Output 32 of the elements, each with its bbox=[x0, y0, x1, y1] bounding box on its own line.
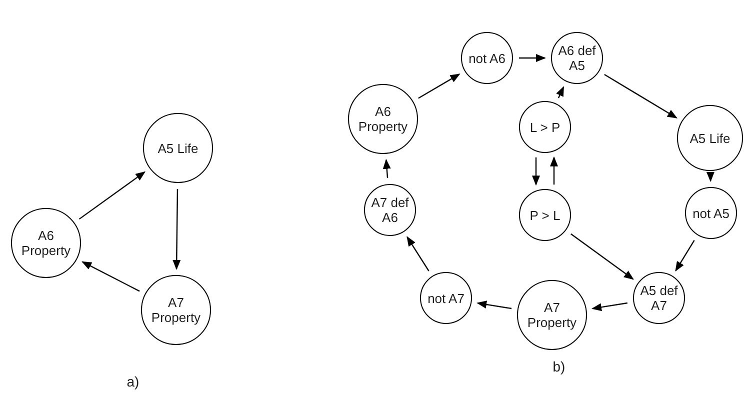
node-label: A7 Property bbox=[526, 300, 578, 330]
arrow bbox=[706, 172, 714, 182]
node-label: A5 Life bbox=[688, 130, 732, 146]
node-label: not A5 bbox=[692, 206, 730, 220]
arrow bbox=[382, 158, 391, 178]
node-label: A6 Property bbox=[357, 104, 409, 134]
node-label: A7 Property bbox=[150, 295, 202, 325]
arrow bbox=[592, 302, 628, 312]
arrow bbox=[406, 236, 430, 272]
node-label: A5 Life bbox=[156, 140, 200, 156]
node-label: not A6 bbox=[468, 50, 506, 66]
arrow bbox=[532, 157, 540, 186]
node-label: not A7 bbox=[426, 290, 466, 306]
arrow bbox=[418, 74, 460, 99]
arrow bbox=[172, 188, 181, 270]
arrow bbox=[519, 54, 546, 62]
arrow bbox=[476, 300, 512, 310]
node-label: L > P bbox=[528, 120, 562, 134]
arrow bbox=[82, 261, 140, 292]
node-label: A5 def A7 bbox=[639, 283, 679, 313]
arrow bbox=[604, 74, 678, 118]
node-label: A6 Property bbox=[20, 228, 72, 258]
panel-label: b) bbox=[552, 358, 566, 376]
arrow bbox=[675, 240, 695, 272]
arrow bbox=[556, 86, 564, 98]
arrow bbox=[570, 233, 634, 280]
arrow bbox=[550, 156, 558, 185]
panel-label: a) bbox=[126, 372, 140, 392]
node-label: P > L bbox=[528, 208, 562, 222]
node-label: A7 def A6 bbox=[370, 195, 410, 225]
arrow bbox=[78, 171, 146, 220]
node-label: A6 def A5 bbox=[557, 43, 597, 73]
